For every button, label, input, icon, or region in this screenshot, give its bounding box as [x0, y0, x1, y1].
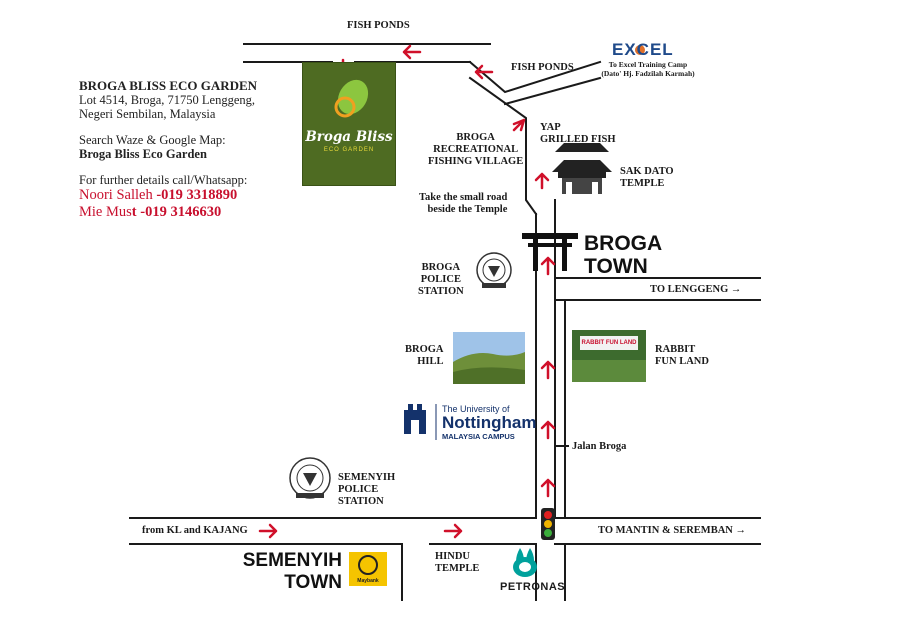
temple-icon: [552, 143, 612, 194]
label-broga-town: BROGA TOWN: [584, 232, 663, 278]
excel-subtitle-line-2: (Dato' Hj. Fadzilah Karmah): [601, 69, 695, 78]
rabbit-sign: RABBIT FUN LAND: [580, 336, 638, 350]
contact-1-phone[interactable]: -019 3318890: [156, 187, 238, 203]
label-fish-ponds-right: FISH PONDS: [511, 62, 574, 73]
arrow-temple: [534, 172, 550, 190]
broga-bliss-logo: Broga Bliss ECO GARDEN: [302, 62, 396, 186]
excel-logo: EXCEL: [612, 40, 674, 59]
contact-2: Mie Must -019 3146630: [79, 204, 257, 221]
excel-subtitle: To Excel Training Camp (Dato' Hj. Fadzil…: [588, 60, 708, 78]
contact-1-name: Noori Salleh: [79, 187, 153, 203]
arrow-semenyih: [540, 478, 556, 498]
excel-swirl-icon: [635, 45, 645, 55]
main-road-left-edge: [429, 213, 537, 519]
contact-2-phone[interactable]: t -019 3146630: [131, 204, 222, 220]
branch-road-right: [503, 76, 602, 106]
excel-subtitle-line-1: To Excel Training Camp: [608, 60, 688, 69]
branch-road-left: [468, 76, 538, 216]
broga-hill-photo: [453, 332, 525, 384]
label-jalan-broga: Jalan Broga: [572, 441, 627, 452]
contact-2-name: Mie Mus: [79, 204, 132, 220]
maybank-text: Maybank: [357, 578, 379, 584]
label-sak-dato-temple: SAK DATO TEMPLE: [620, 166, 674, 189]
logo-title: Broga Bliss: [305, 129, 393, 145]
search-instruction: Search Waze & Google Map:: [79, 133, 226, 147]
leaf-swirl-icon: [334, 79, 369, 118]
label-from-kl: from KL and KAJANG: [142, 525, 248, 536]
torii-gate-icon: [522, 233, 578, 271]
label-to-mantin: TO MANTIN & SEREMBAN →: [598, 525, 746, 536]
label-hindu-temple: HINDU TEMPLE: [435, 551, 480, 574]
petronas-label: PETRONAS: [500, 581, 566, 593]
label-semenyih-town: SEMENYIH TOWN: [242, 550, 342, 593]
arrow-junction: [443, 523, 463, 539]
traffic-light-icon: [541, 508, 555, 540]
logo-subtitle: ECO GARDEN: [323, 147, 375, 153]
arrow-fish-ponds-right: [474, 64, 494, 80]
nottingham-crest-icon: [404, 404, 426, 434]
arrow-nottingham: [540, 420, 556, 440]
address-line-2: Negeri Sembilan, Malaysia: [79, 107, 216, 121]
semenyih-police-badge-icon: [289, 457, 331, 499]
label-small-road: Take the small road beside the Temple: [419, 192, 508, 215]
petronas-road: [554, 543, 566, 601]
mantin-road: [564, 517, 761, 545]
label-rabbit-fun-land: RABBIT FUN LAND: [655, 344, 709, 367]
arrow-yap: [512, 118, 526, 132]
hindu-temple-road: [429, 543, 537, 601]
address-line-1: Lot 4514, Broga, 71750 Lenggeng,: [79, 93, 256, 107]
garden-name: BROGA BLISS ECO GARDEN: [79, 78, 258, 93]
label-to-lenggeng: TO LENGGENG →: [650, 284, 742, 295]
label-fish-ponds-top: FISH PONDS: [347, 20, 410, 31]
label-broga-police: BROGA POLICE STATION: [418, 262, 464, 297]
arrow-broga-hill: [540, 360, 556, 380]
nottingham-line-2: Nottingham: [442, 413, 537, 432]
kajang-road: [129, 517, 431, 601]
label-broga-fishing-village: BROGA RECREATIONAL FISHING VILLAGE: [428, 132, 524, 167]
broga-police-badge-icon: [476, 252, 512, 288]
rabbit-fun-land-photo: RABBIT FUN LAND: [572, 330, 646, 382]
label-broga-hill: BROGA HILL: [405, 344, 444, 367]
maybank-logo: Maybank: [349, 552, 387, 586]
label-yap-grilled-fish: YAP GRILLED FISH: [540, 122, 616, 145]
search-term: Broga Bliss Eco Garden: [79, 147, 207, 161]
arrow-from-kl: [258, 523, 278, 539]
contact-instruction: For further details call/Whatsapp:: [79, 173, 248, 187]
label-semenyih-police: SEMENYIH POLICE STATION: [338, 472, 396, 507]
arrow-broga-town: [540, 256, 556, 276]
nottingham-logo: The University of Nottingham MALAYSIA CA…: [442, 404, 536, 441]
info-panel: BROGA BLISS ECO GARDEN Lot 4514, Broga, …: [79, 79, 257, 221]
petronas-logo-icon: [513, 548, 537, 577]
nottingham-line-1: The University of: [442, 404, 510, 414]
contact-1: Noori Salleh -019 3318890: [79, 187, 257, 204]
arrow-fish-ponds-top: [402, 44, 422, 60]
maybank-tiger-icon: [358, 555, 378, 575]
lenggeng-road: [554, 277, 761, 301]
nottingham-line-3: MALAYSIA CAMPUS: [442, 432, 515, 441]
